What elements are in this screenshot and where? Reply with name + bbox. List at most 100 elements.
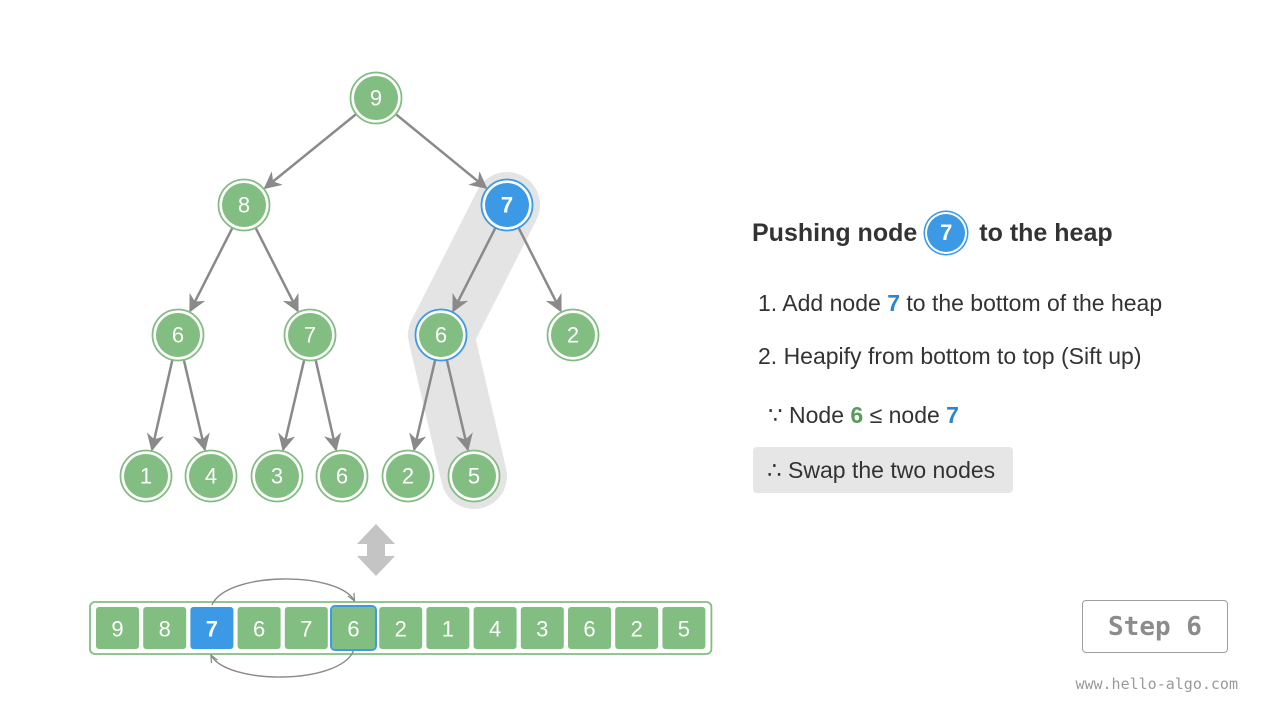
array-cell-label: 6: [253, 617, 265, 642]
array-cell-box: [426, 607, 470, 649]
tree-node: 6: [414, 308, 468, 362]
tree-node: 9: [349, 71, 403, 125]
array-cell-box: [332, 607, 375, 649]
tree-node: 8: [217, 178, 271, 232]
tree-node-circle: [354, 76, 398, 120]
array-cell-compare-outline: [330, 605, 377, 651]
tree-node: 6: [315, 449, 369, 503]
tree-node-circle: [386, 454, 430, 498]
array-cell: 2: [379, 607, 423, 649]
tree-node: 4: [184, 449, 238, 503]
array-cell-box: [143, 607, 187, 649]
tree-edge-n2-n6: [517, 227, 562, 313]
tree-node-circle: [124, 454, 168, 498]
tree-node-label: 3: [271, 464, 283, 489]
watermark: www.hello-algo.com: [1075, 675, 1238, 693]
array-cell-box: [568, 607, 611, 649]
tree-node: 2: [381, 449, 435, 503]
tree-array-correspondence-arrow: [357, 524, 395, 576]
tree-edge-n4-n10: [314, 360, 342, 452]
because-node-word: Node: [789, 402, 845, 428]
array-cell-label: 9: [111, 617, 123, 642]
because-line: ∵ Node 6 ≤ node 7: [768, 402, 959, 429]
array-cell-box: [96, 607, 139, 649]
tree-edge-n0-n1: [263, 113, 357, 190]
tree-node: 7: [283, 308, 337, 362]
tree-node-label: 2: [402, 464, 414, 489]
step-1-value: 7: [887, 290, 900, 316]
because-operator: ≤: [869, 402, 883, 428]
array-cell-box: [237, 607, 281, 649]
array-cell-box: [190, 607, 234, 649]
tree-node-circle: [452, 454, 496, 498]
because-symbol: ∵: [768, 402, 783, 428]
tree-edge-n2-n5: [452, 227, 497, 313]
array-cell: 2: [615, 607, 659, 649]
because-left-value: 6: [850, 402, 864, 428]
tree-node-label: 1: [140, 464, 152, 489]
array-cell: 7: [284, 607, 328, 649]
explanation-panel: Pushing node 7 to the heap 1. Add node 7…: [752, 210, 1232, 493]
array-cell-label: 6: [583, 617, 595, 642]
tree-node-label: 5: [468, 464, 480, 489]
tree-edge-n4-n9: [278, 360, 306, 452]
array-cell-label: 7: [300, 617, 312, 642]
tree-edge-n3-n8: [182, 360, 210, 452]
updown-arrow-icon: [357, 524, 395, 576]
tree-node-circle: [288, 313, 332, 357]
tree-edge-n3-n7: [146, 360, 174, 452]
tree-nodes: 9 8 7 6 7 6 2 1 4 3 6 2 5: [119, 71, 600, 503]
because-node-word-2: node: [888, 402, 940, 428]
array-cell: 6: [330, 605, 377, 651]
tree-node: 6: [151, 308, 205, 362]
tree-node: 5: [447, 449, 501, 503]
tree-node-circle: [156, 313, 200, 357]
step-1-suffix: to the bottom of the heap: [906, 290, 1163, 316]
tree-edges: [146, 113, 562, 452]
array-cell: 9: [96, 607, 139, 649]
step-indicator: Step 6: [1082, 600, 1228, 653]
array-cell-box: [284, 607, 328, 649]
array-cell-box: [615, 607, 659, 649]
title-node-badge: 7: [927, 214, 966, 252]
tree-node-circle: [189, 454, 233, 498]
tree-node-label: 9: [370, 86, 382, 111]
array-cell: 1: [426, 607, 470, 649]
tree-node: 2: [546, 308, 600, 362]
array-cell-label: 3: [536, 617, 548, 642]
tree-node: 3: [250, 449, 304, 503]
tree-node-label: 4: [205, 464, 217, 489]
tree-node-label: 6: [435, 323, 447, 348]
step-2: 2. Heapify from bottom to top (Sift up): [758, 343, 1142, 369]
tree-edge-n1-n4: [254, 227, 299, 313]
therefore-symbol: ∴: [767, 456, 782, 483]
array-cell: 6: [568, 607, 611, 649]
tree-edge-n0-n2: [395, 113, 488, 190]
because-right-value: 7: [946, 402, 959, 428]
array-cell-label: 2: [631, 617, 643, 642]
tree-node-circle: [222, 183, 266, 227]
array-cell-label: 6: [347, 617, 359, 642]
array-cell: 7: [190, 607, 234, 649]
tree-node: 1: [119, 449, 173, 503]
tree-node-circle: [320, 454, 364, 498]
tree-node-label: 6: [172, 323, 184, 348]
tree-node-label: 8: [238, 193, 250, 218]
title-before: Pushing node: [752, 218, 918, 247]
array-cell-label: 2: [395, 617, 407, 642]
array-cell: 5: [662, 607, 706, 649]
tree-edge-n1-n3: [189, 227, 234, 313]
tree-node-label: 7: [501, 193, 513, 218]
title-after: to the heap: [979, 218, 1113, 247]
tree-node: 7: [480, 178, 534, 232]
step-1: 1. Add node 7 to the bottom of the heap: [758, 290, 1162, 317]
array-cell-box: [379, 607, 423, 649]
array-cell: 4: [473, 607, 517, 649]
tree-edge-n5-n11: [409, 360, 437, 452]
therefore-text: Swap the two nodes: [788, 456, 996, 483]
tree-node-label: 7: [304, 323, 316, 348]
swap-arc-top: [211, 578, 355, 606]
panel-title: Pushing node 7 to the heap: [752, 210, 1232, 256]
